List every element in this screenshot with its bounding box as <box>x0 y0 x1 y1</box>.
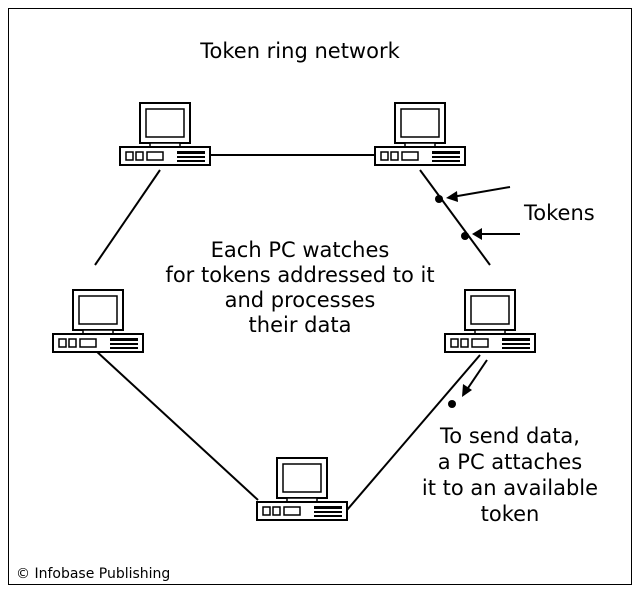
pc-icon <box>444 289 536 353</box>
center-caption: Each PC watches for tokens addressed to … <box>150 238 450 338</box>
pc-icon <box>256 457 348 521</box>
copyright-notice: © Infobase Publishing <box>16 566 171 582</box>
token-dot-icon <box>448 400 456 408</box>
token-dots <box>435 195 469 408</box>
center-caption-line: and processes <box>224 288 376 312</box>
center-caption-line: their data <box>248 313 352 337</box>
token-arrows <box>446 186 520 397</box>
tokens-label: Tokens <box>524 201 595 225</box>
ring-cables <box>94 154 491 511</box>
pc-icon <box>52 289 144 353</box>
arrow-icon <box>451 186 511 198</box>
send-caption: To send data, a PC attaches it to an ava… <box>400 423 620 527</box>
center-caption-line: Each PC watches <box>210 238 390 262</box>
send-caption-line: token <box>480 502 540 526</box>
arrow-icon <box>465 359 488 392</box>
pc-icon <box>119 102 211 166</box>
token-dot-icon <box>461 232 469 240</box>
token-dot-icon <box>435 195 443 203</box>
send-caption-line: it to an available <box>421 476 599 500</box>
diagram-title: Token ring network <box>200 39 400 63</box>
send-caption-line: To send data, <box>440 424 580 448</box>
center-caption-line: for tokens addressed to it <box>165 263 435 287</box>
send-caption-line: a PC attaches <box>437 450 583 474</box>
pc-icon <box>374 102 466 166</box>
